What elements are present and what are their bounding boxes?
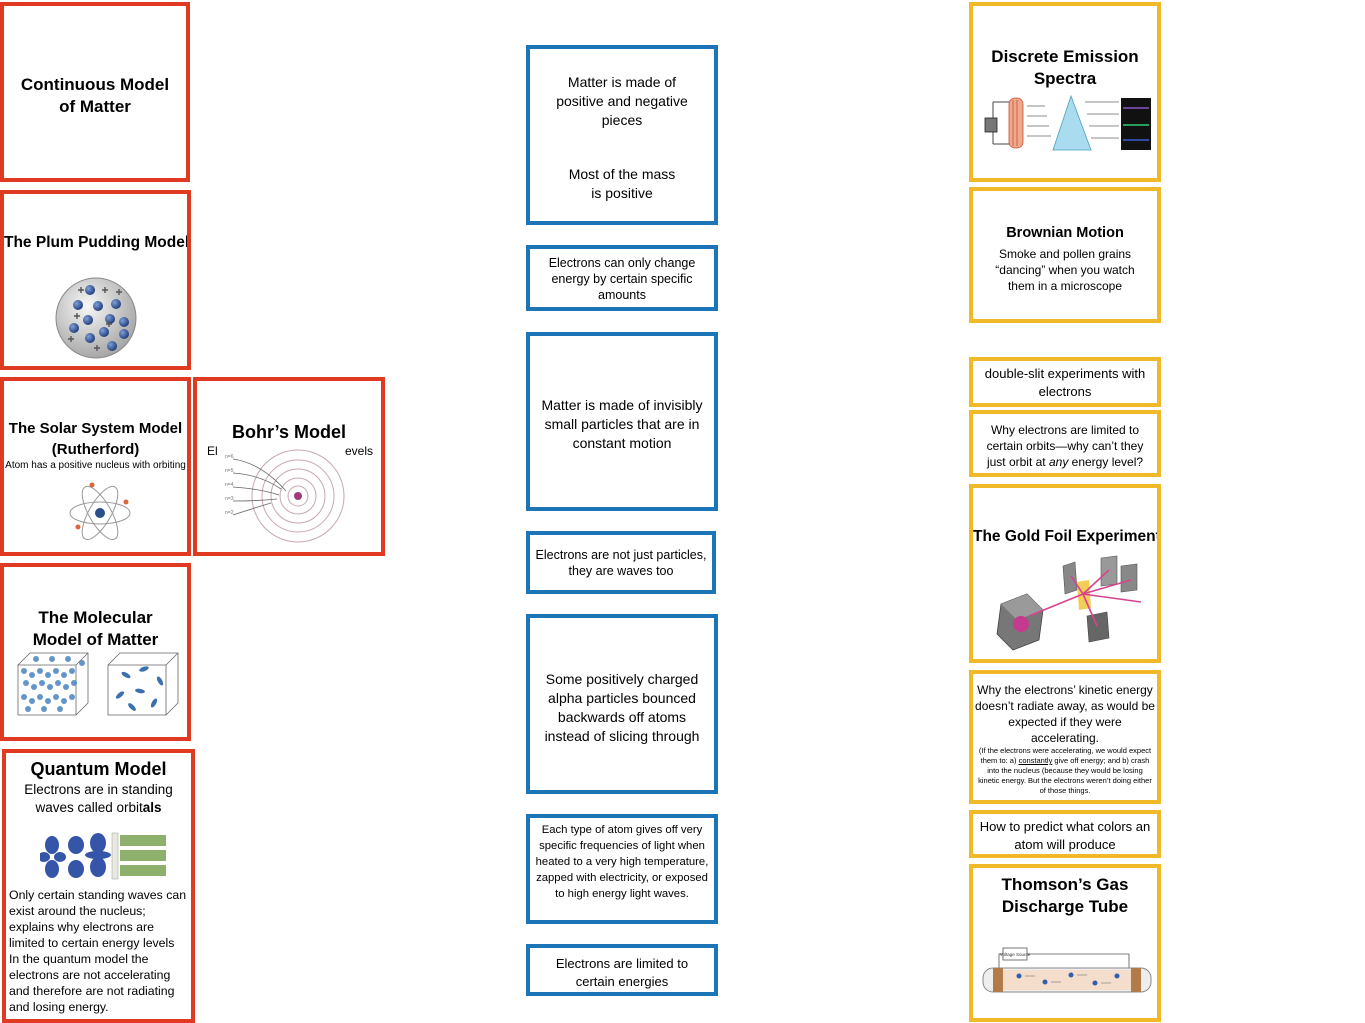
text-part: (If the electrons were accelerating, we …	[978, 746, 1152, 765]
card-title: Discrete Emission Spectra	[991, 47, 1139, 88]
card-title: Bohr’s Model	[231, 422, 346, 442]
spectroscope-diagram	[984, 94, 1151, 151]
card-molecular-model[interactable]: The Molecular Model of Matter	[0, 563, 191, 741]
card-brownian-motion[interactable]: Brownian Motion Smoke and pollen grains …	[969, 187, 1161, 323]
text-part: give off energy; and b) crash into the n…	[978, 756, 1152, 795]
card-quantum-model[interactable]: Quantum Model Electrons are in standing …	[2, 749, 195, 1023]
card-description-right: evels	[345, 444, 374, 458]
evidence-footnote: (If the electrons were accelerating, we …	[976, 746, 1154, 796]
card-title: The Solar System Model (Rutherford)	[4, 418, 187, 460]
gold-foil-apparatus	[996, 555, 1142, 651]
card-title: Brownian Motion	[1006, 225, 1124, 241]
level-label: n=6	[225, 454, 234, 460]
card-gold-foil-experiment[interactable]: The Gold Foil Experiment	[969, 484, 1161, 663]
feature-text: Electrons can only change energy by cert…	[548, 256, 696, 302]
card-plum-pudding-model[interactable]: The Plum Pudding Model	[0, 190, 191, 370]
card-feature-alpha[interactable]: Some positively charged alpha particles …	[526, 614, 718, 794]
underlined-text: constantly	[1018, 756, 1053, 765]
card-description-left: El	[207, 444, 218, 458]
text-part: energy level?	[1068, 455, 1144, 469]
bohr-energy-levels-diagram: n=6 n=5 n=4 n=3 n=2	[225, 449, 345, 543]
feature-text: Each type of atom gives off very specifi…	[535, 824, 709, 900]
card-feature-frequencies[interactable]: Each type of atom gives off very specifi…	[526, 814, 718, 924]
card-solar-system-model[interactable]: The Solar System Model (Rutherford) Atom…	[0, 377, 191, 556]
card-feature-charges[interactable]: Matter is made of positive and negative …	[526, 45, 718, 225]
feature-text: Some positively charged alpha particles …	[544, 671, 700, 744]
voltage-source-label: Voltage Source	[1000, 952, 1031, 957]
card-bohr-model[interactable]: Bohr’s Model El evels n=6 n=5 n=4 n=3 n=…	[193, 377, 385, 556]
quantum-paragraph-1: Only certain standing waves can exist ar…	[9, 888, 187, 950]
title-line-1: The Solar System Model	[8, 420, 183, 437]
quantum-paragraph-2: In the quantum model the electrons are n…	[9, 952, 175, 1014]
subtitle-text: Electrons are in standing waves called o…	[24, 782, 173, 815]
evidence-text: Why electrons are limited to certain orb…	[983, 422, 1147, 470]
plum-pudding-atom-diagram	[55, 277, 137, 359]
title-line-2: (Rutherford)	[51, 441, 140, 458]
evidence-text: double-slit experiments with electrons	[984, 366, 1146, 399]
card-thomson-tube[interactable]: Thomson’s Gas Discharge Tube Voltage Sou…	[969, 864, 1161, 1022]
atom-orbit-diagram	[69, 482, 131, 541]
level-label: n=5	[225, 468, 234, 474]
card-colors-question[interactable]: How to predict what colors an atom will …	[969, 810, 1161, 858]
card-feature-limited[interactable]: Electrons are limited to certain energie…	[526, 944, 718, 996]
card-title: The Plum Pudding Model	[4, 234, 190, 251]
card-orbit-question[interactable]: Why electrons are limited to certain orb…	[969, 410, 1161, 477]
card-feature-invisible-particles[interactable]: Matter is made of invisibly small partic…	[526, 332, 718, 511]
card-description: Atom has a positive nucleus with orbitin…	[5, 460, 186, 471]
discharge-tube-diagram: Voltage Source	[982, 947, 1152, 993]
feature-text: Matter is made of invisibly small partic…	[541, 397, 703, 451]
orbitals-diagram	[40, 832, 166, 880]
card-emission-spectra[interactable]: Discrete Emission Spectra	[969, 2, 1161, 182]
emphasis-text: any	[1048, 455, 1069, 469]
card-subtitle: Electrons are in standing waves called o…	[24, 781, 173, 817]
card-double-slit[interactable]: double-slit experiments with electrons	[969, 357, 1161, 407]
card-title: Thomson’s Gas Discharge Tube	[1001, 875, 1129, 916]
evidence-text: How to predict what colors an atom will …	[979, 819, 1151, 852]
feature-text-line-1: Matter is made of positive and negative …	[556, 74, 688, 128]
level-label: n=2	[225, 510, 234, 516]
card-title: Continuous Model of Matter	[20, 75, 170, 116]
card-radiation-question[interactable]: Why the electrons’ kinetic energy doesn’…	[969, 670, 1161, 804]
card-feature-waves[interactable]: Electrons are not just particles, they a…	[526, 531, 716, 594]
molecule-boxes-diagram	[17, 652, 179, 716]
feature-text: Electrons are not just particles, they a…	[535, 548, 707, 578]
evidence-text: Why the electrons’ kinetic energy doesn’…	[975, 683, 1155, 745]
card-title: The Gold Foil Experiment	[973, 528, 1161, 545]
card-description: Smoke and pollen grains “dancing” when y…	[995, 247, 1135, 293]
card-feature-energy-change[interactable]: Electrons can only change energy by cert…	[526, 245, 718, 311]
feature-text-line-2: Most of the mass is positive	[568, 166, 676, 201]
card-continuous-model[interactable]: Continuous Model of Matter	[0, 2, 190, 182]
feature-text: Electrons are limited to certain energie…	[555, 956, 689, 989]
card-title: The Molecular Model of Matter	[32, 608, 159, 649]
level-label: n=3	[225, 496, 234, 502]
card-title: Quantum Model	[30, 759, 167, 779]
text-part: Why electrons are limited to certain orb…	[986, 423, 1144, 469]
quantum-explanation: Only certain standing waves can exist ar…	[9, 887, 189, 1015]
level-label: n=4	[225, 482, 234, 488]
subtitle-bold-suffix: als	[142, 800, 162, 815]
